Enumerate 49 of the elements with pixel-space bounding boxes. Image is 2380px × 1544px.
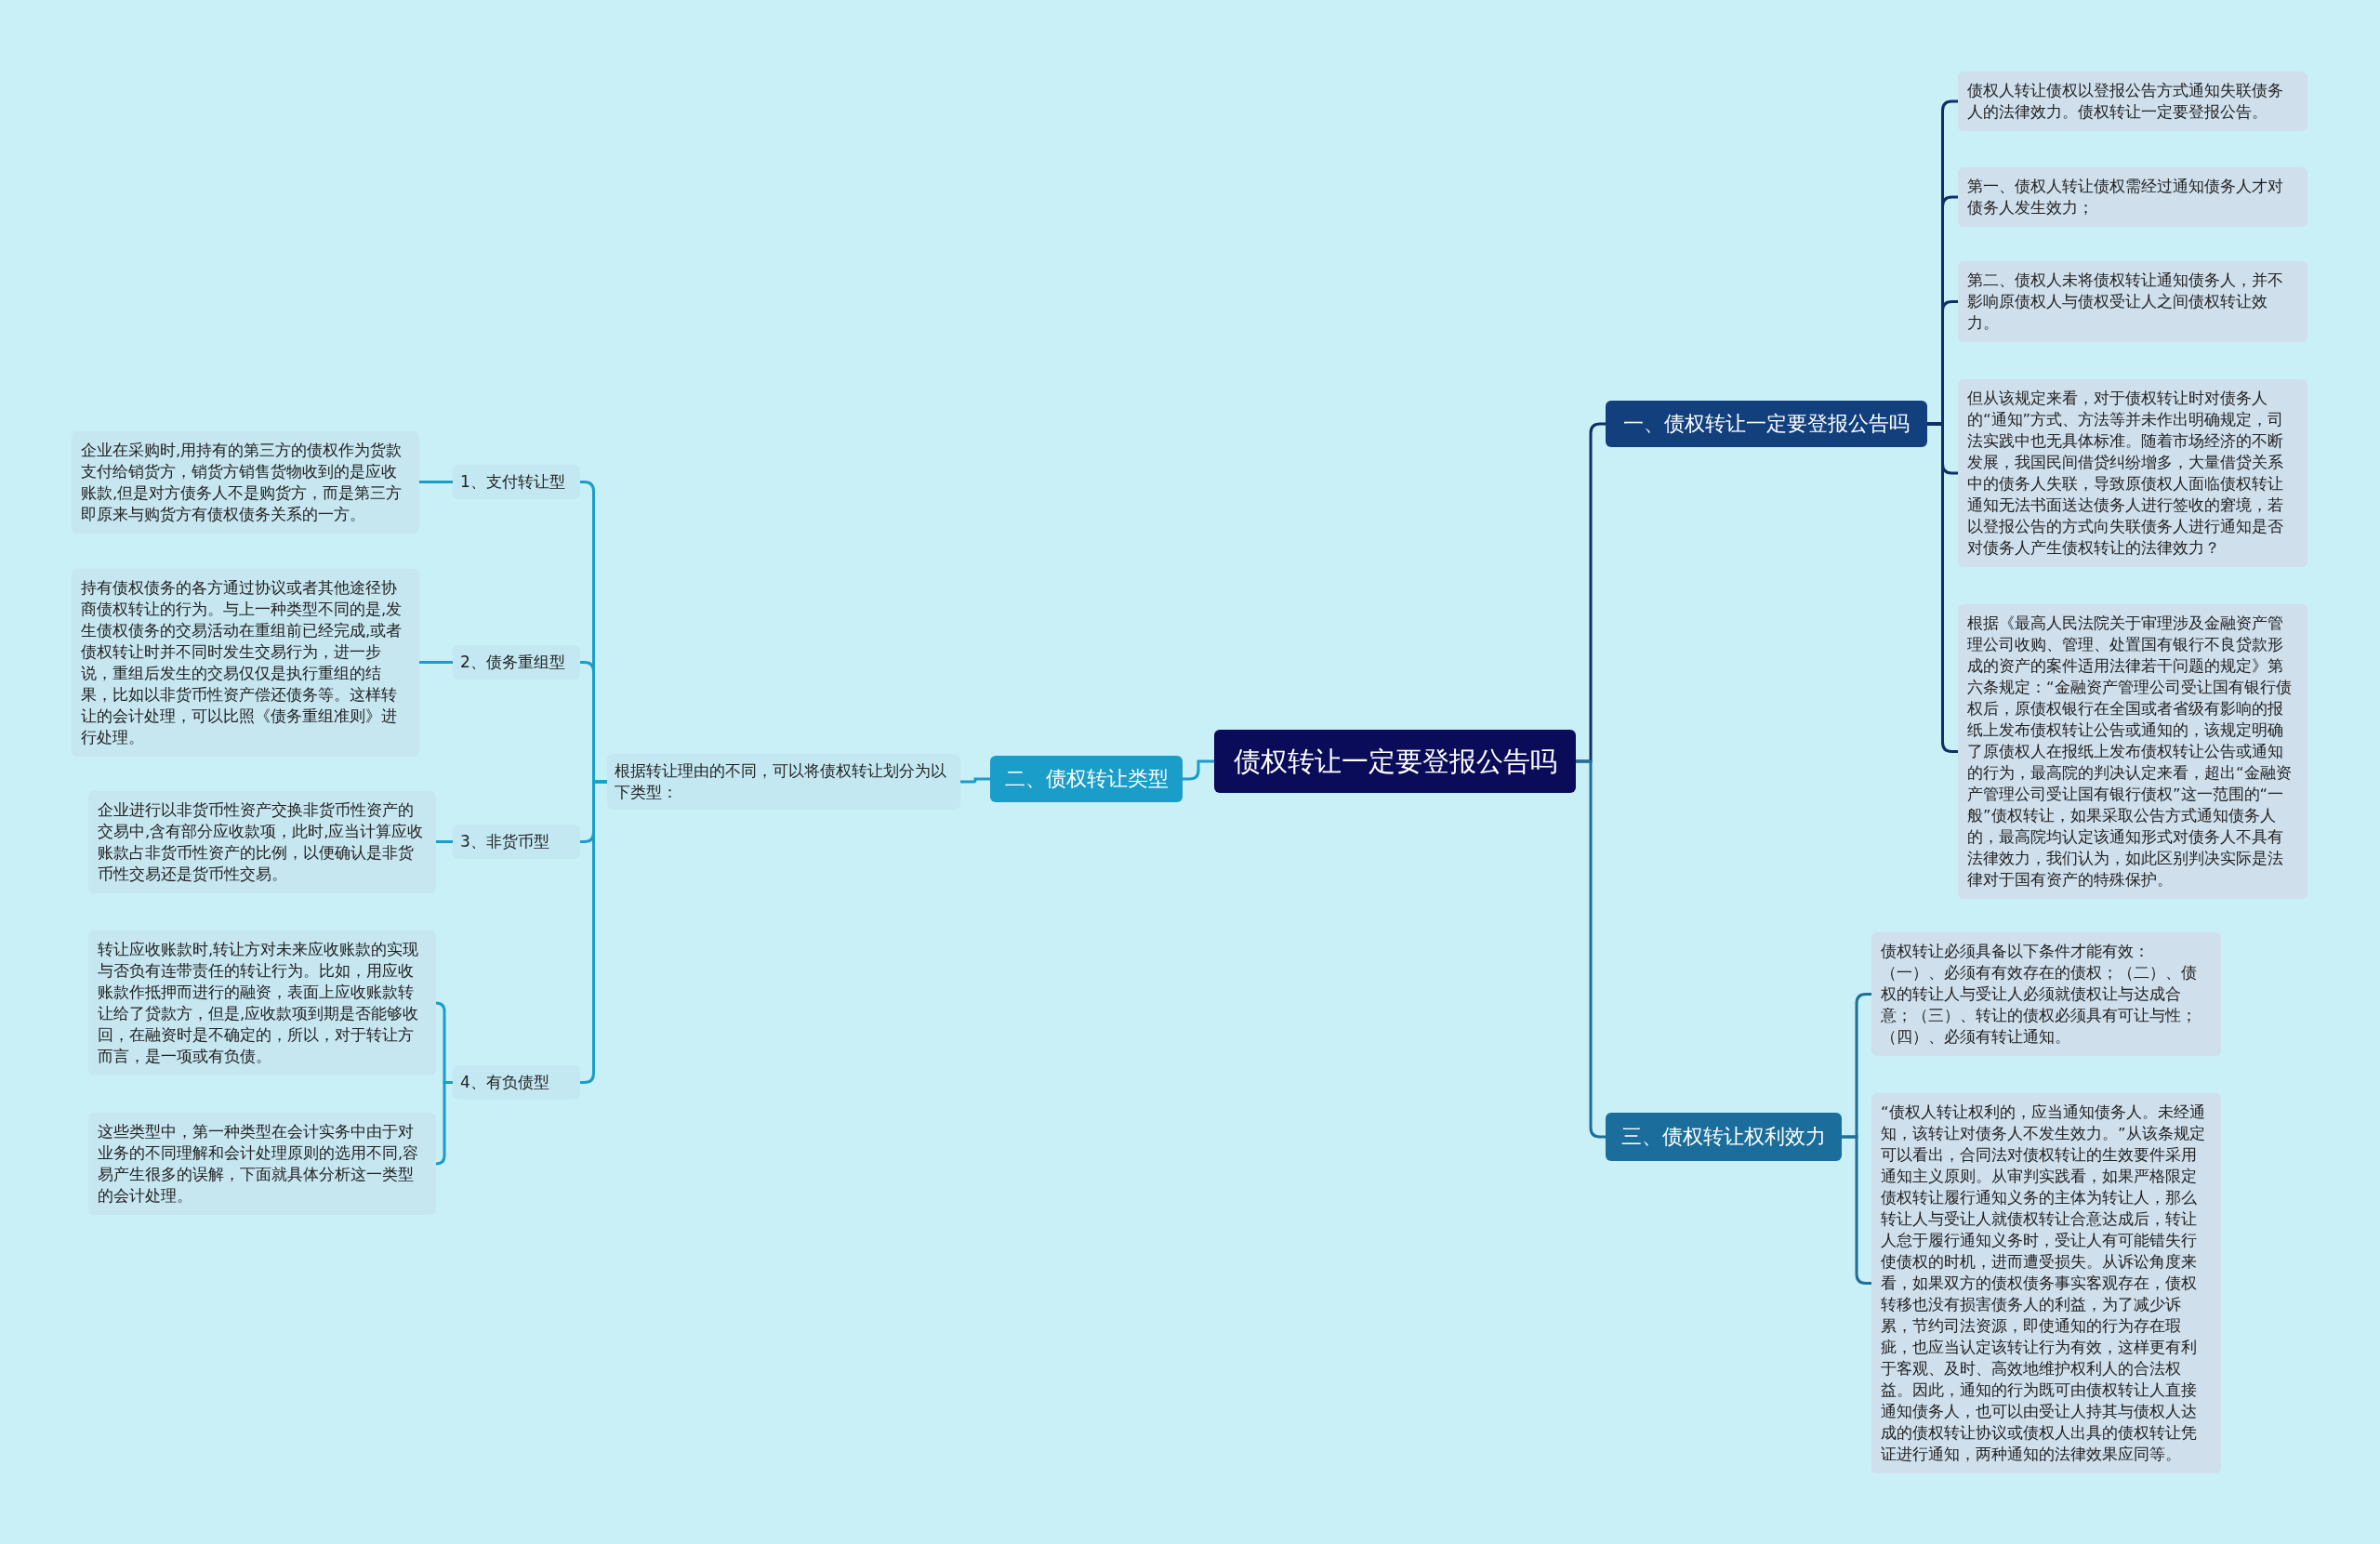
topic-text: 但从该规定来看，对于债权转让时对债务人的“通知”方式、方法等并未作出明确规定，司法实践中也无具体标准。随着市场经济的不断发展，我国民间借贷纠纷增多，大量借贷关系中的债务人失联，导致原债权人面临债权转让通知无法书面送达债务人进行签收的窘境，若以登报公告的方式向失联债务人进行通知是否对债务人产生债权转让的法律效力？ [1967,389,2285,559]
connector-line [1183,759,1214,781]
topic-text: 企业进行以非货币性资产交换非货币性资产的交易中,含有部分应收款项，此时,应当计算应收账款占非货币性资产的比例，以便确认是非货币性交易还是货币性交易。 [98,800,425,885]
note-box [72,569,419,757]
topic-text: 根据转让理由的不同，可以将债权转让划分为以下类型： [615,760,947,803]
topic-text: 2、债务重组型 [460,652,566,673]
topic-text: 一、债权转让一定要登报公告吗 [1622,411,1911,437]
connector-line [419,661,453,664]
topic-text: 第一、债权人转让债权需经过通知债务人才对债务人发生效力； [1967,177,2284,218]
topic-text: “债权人转让权利的，应当通知债务人。未经通知，该转让对债务人不发生效力。”从该条规定可以看出，合同法对债权转让的生效要件采用通知主义原则。从审判实践看，如果严格限定债权转让履行通知义务的主体为转让人，那么转让人与受让人就债权转让合意达成后，转让人怠于履行通知义务时，受让人有可能错失行使债权的时机，进而遭受损失。从诉讼角度来看，如果双方的债权债务事实客观存在，债权转移也没有损害债务人的利益，为了减少诉累，节约司法资源，即使通知的行为存在瑕疵，也应当认定该转让行为有效，这样更有利于客观、及时、高效地维护权利人的合法权益。因此，通知的行为既可由债权转让人直接通知债务人，也可以由受让人持其与债权人达成的债权转让协议或债权人出具的债权转让凭证进行通知，两种通知的法律效果应同等。 [1881,1102,2206,1465]
subtopic-box [453,825,580,859]
note-box [1958,379,2307,567]
note-box [1958,261,2307,342]
subtopic-box [453,465,580,499]
topic-text: 债权转让一定要登报公告吗 [1233,745,1557,779]
topic-text: 持有债权债务的各方通过协议或者其他途径协商债权转让的行为。与上一种类型不同的是,发生债权债务的交易活动在重组前已经完成,或者债权转让时并不同时发生交易行为，进一步说，重组后发生的交易仅仅是执行重组的结果，比如以非货币性资产偿还债务等。这样转让的会计处理，可以比照《债务重组准则》进行处理。 [81,578,403,748]
branch-topic-box [1606,1113,1842,1161]
topic-text: 第二、债权人未将债权转让通知债务人，并不影响原债权人与债权受让人之间债权转让效力。 [1967,271,2284,334]
connector-line [434,1081,453,1166]
note-box [88,1113,436,1215]
connector-line [1576,759,1606,1139]
topic-text: 这些类型中，第一种类型在会计实务中由于对业务的不同理解和会计处理原则的选用不同,容易产生很多的误解，下面就具体分析这一类型的会计处理。 [98,1122,420,1207]
note-box [88,791,436,893]
topic-text: 4、有负债型 [460,1072,550,1093]
note-box [1958,72,2307,131]
note-box [72,431,419,534]
connector-line [436,840,453,843]
central-topic-box [1214,730,1576,793]
subtopic-box [453,1065,580,1100]
note-box [88,930,436,1076]
topic-text: 根据《最高人民法院关于审理涉及金融资产管理公司收购、管理、处置国有银行不良贷款形成的资产的案件适用法律若干问题的规定》第六条规定：“金融资产管理公司受让国有银行债权后，原债权银行在全国或者省级有影响的报纸上发布债权转让公告或通知的，该规定明确了原债权人在报纸上发布债权转让公告或通知的行为，最高院的判决认定来看，超出“金融资产管理公司受让国有银行债权”这一范围的“一般”债权转让，如果采取公告方式通知债务人的，最高院均认定该通知形式对债务人不具有法律效力，我们认为，如此区别判决实际是法律对于国有资产的特殊保护。 [1967,614,2293,891]
topic-text: 企业在采购时,用持有的第三方的债权作为货款支付给销货方，销货方销售货物收到的是应收账款,但是对方债务人不是购货方，而是第三方即原来与购货方有债权债务关系的一方。 [81,441,403,525]
branch-topic-box [1606,401,1927,447]
connector-line [419,481,453,483]
topic-text: 二、债权转让类型 [1003,766,1170,792]
topic-text: 债权转让必须具备以下条件才能有效：（一）、必须有有效存在的债权；（二）、债权的转让人与受让人必须就债权让与达成合意；（三）、转让的债权必须具有可让与性；（四）、必须有转让通知。 [1881,942,2198,1048]
topic-text: 1、支付转让型 [460,471,566,493]
note-box [1958,167,2307,227]
connector-line [1927,422,1958,753]
connector-line [960,777,990,784]
branch-topic-box [990,756,1183,802]
topic-text: 三、债权转让权利效力 [1620,1124,1827,1150]
topic-text: 转让应收账款时,转让方对未来应收账款的实现与否负有连带责任的转让行为。比如，用应收账款作抵押而进行的融资，表面上应收账款转让给了贷款方，但是,应收款项到期是否能够收回，在融资时是不确定的，所以，对于转让方而言，是一项或有负债。 [98,940,420,1067]
topic-text: 3、非货币型 [460,831,550,852]
topic-text: 债权人转让债权以登报公告方式通知失联债务人的法律效力。债权转让一定要登报公告。 [1967,81,2284,123]
subtopic-box [607,754,960,810]
note-box [1871,932,2221,1056]
subtopic-box [453,645,580,680]
connector-line [1842,1135,1871,1285]
